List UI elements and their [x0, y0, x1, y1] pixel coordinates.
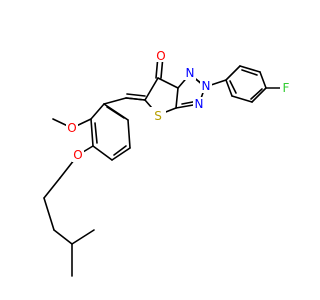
atom-labels: O N N N S F O O: [66, 48, 292, 162]
ether-oxygen-label: O: [73, 148, 82, 162]
bond: [92, 145, 113, 161]
molecule-structure: O N N N S F O O: [43, 48, 292, 277]
bond: [71, 229, 95, 245]
bond: [127, 119, 131, 149]
sulfur-atom-label: S: [154, 109, 162, 123]
bond: [175, 87, 179, 109]
methoxy-oxygen-label: O: [67, 121, 76, 135]
bond: [225, 65, 241, 81]
bond: [250, 88, 263, 100]
bond: [126, 93, 146, 97]
bond: [90, 118, 94, 147]
bond: [239, 65, 261, 73]
bond: [43, 177, 61, 199]
carbonyl-oxygen-label: O: [156, 49, 165, 63]
bond: [231, 95, 253, 103]
triazole-nitrogen-c-label: N: [195, 97, 204, 111]
bond: [259, 71, 267, 89]
bond: [94, 122, 98, 144]
bond-lines: [43, 55, 284, 277]
bond: [225, 79, 233, 97]
molecule-canvas: O N N N S F O O: [43, 48, 292, 277]
bond: [113, 145, 127, 156]
bond: [251, 87, 267, 103]
fluorine-atom-label: F: [283, 81, 290, 95]
bond: [53, 229, 73, 245]
bond: [43, 197, 55, 231]
bond: [144, 77, 159, 101]
bond: [157, 77, 179, 89]
bond: [103, 97, 127, 105]
bond: [90, 103, 105, 120]
triazole-nitrogen-b-label: N: [202, 79, 211, 93]
bond: [106, 106, 125, 119]
bond: [241, 69, 258, 76]
bond: [125, 97, 146, 101]
bond: [111, 147, 131, 161]
bond: [229, 80, 237, 94]
triazole-nitrogen-a-label: N: [186, 66, 195, 80]
